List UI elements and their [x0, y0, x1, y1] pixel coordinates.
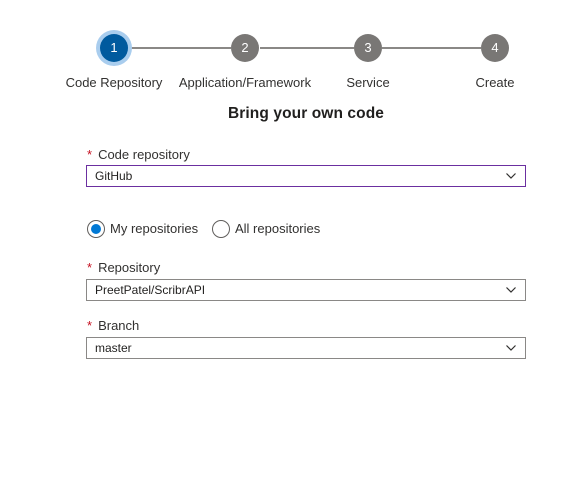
wizard-stepper: 1 2 3 4 Code Repository Application/Fram… — [0, 0, 579, 100]
step-4-label: Create — [475, 75, 515, 90]
all-repositories-label: All repositories — [235, 221, 321, 236]
chevron-down-icon — [506, 287, 516, 293]
code-repository-value: GitHub — [95, 169, 133, 183]
radio-dot — [91, 224, 101, 234]
step-2-label: Application/Framework — [178, 75, 312, 90]
required-marker: * — [87, 318, 93, 333]
repository-label: * Repository — [87, 260, 160, 275]
chevron-down-icon — [506, 173, 516, 179]
step-connector — [128, 47, 231, 49]
step-3-indicator[interactable]: 3 — [354, 34, 382, 62]
radio-selected-circle[interactable] — [87, 220, 105, 238]
radio-empty-circle[interactable] — [212, 220, 230, 238]
chevron-down-icon — [506, 345, 516, 351]
branch-dropdown[interactable]: master — [86, 337, 526, 359]
repository-label-text: Repository — [98, 260, 161, 275]
repository-value: PreetPatel/ScribrAPI — [95, 283, 206, 297]
code-repository-label: * Code repository — [87, 147, 190, 162]
step-2-indicator[interactable]: 2 — [231, 34, 259, 62]
my-repositories-label: My repositories — [110, 221, 199, 236]
repository-dropdown[interactable]: PreetPatel/ScribrAPI — [86, 279, 526, 301]
code-repository-dropdown[interactable]: GitHub — [86, 165, 526, 187]
branch-value: master — [95, 341, 132, 355]
branch-label-text: Branch — [98, 318, 140, 333]
code-repository-label-text: Code repository — [98, 147, 190, 162]
step-3-label: Service — [346, 75, 390, 90]
required-marker: * — [87, 260, 93, 275]
step-connector — [260, 47, 354, 49]
branch-label: * Branch — [87, 318, 139, 333]
step-connector — [382, 47, 481, 49]
step-1-indicator[interactable]: 1 — [100, 34, 128, 62]
page-title: Bring your own code — [227, 105, 385, 122]
step-4-indicator[interactable]: 4 — [481, 34, 509, 62]
step-1-label: Code Repository — [65, 75, 163, 90]
required-marker: * — [87, 147, 93, 162]
